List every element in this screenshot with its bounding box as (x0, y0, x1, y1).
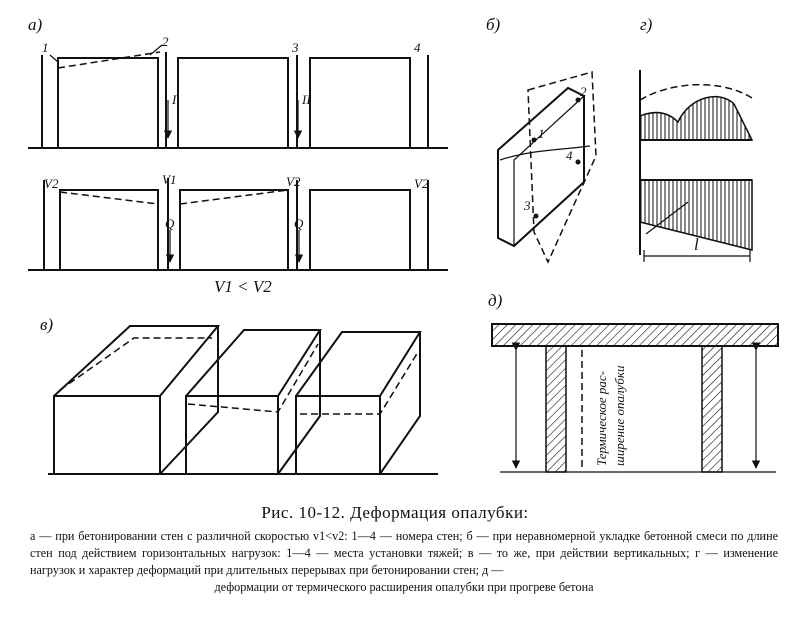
panel-box-6 (309, 189, 411, 270)
concrete-level-line (499, 145, 591, 161)
g-deformation-line (645, 201, 689, 235)
v-block-3-front (295, 395, 381, 474)
point-number-2: 2 (580, 84, 587, 99)
v-block-2-front (185, 395, 279, 474)
g-length-label: l (694, 235, 699, 254)
panel-a-label: а) (28, 15, 43, 34)
load-label-1: Q (165, 216, 175, 231)
panel-b: б) 1 2 3 4 (486, 15, 597, 264)
legend-text: а — при бетонировании стен с различной с… (30, 529, 778, 577)
panel-box-2 (177, 57, 289, 148)
v-block-1-top (53, 325, 221, 397)
panel-d: д) Термическое рас- ширение опалубки (488, 291, 779, 473)
tie-point-4 (575, 159, 581, 165)
panel-v: в) (40, 315, 438, 475)
v-block-3-side (379, 332, 421, 475)
deformation-dashed-top (57, 51, 161, 69)
arrow-label-I: I (171, 92, 177, 107)
leader-1 (49, 54, 59, 63)
wall-number-2: 2 (162, 34, 169, 49)
v-block-1-front (53, 395, 161, 474)
v-block-3-top (295, 331, 422, 397)
deformation-dashed-b2 (179, 189, 289, 205)
g-load-diagram-2 (639, 179, 753, 251)
panel-d-label: д) (488, 291, 503, 310)
point-number-1: 1 (538, 126, 545, 141)
speed-label-1: V2 (44, 176, 59, 191)
deformation-dashed-b1 (59, 191, 159, 205)
d-vertical-text-2: ширение опалубки (612, 365, 627, 466)
d-column-left (545, 345, 567, 473)
arrow-label-II: II (301, 92, 311, 107)
wall-number-1: 1 (42, 40, 49, 55)
tie-point-1 (531, 137, 537, 143)
tie-point-2 (575, 97, 581, 103)
wall-panel-edge (513, 95, 585, 246)
point-number-4: 4 (566, 148, 573, 163)
figure-caption: Рис. 10-12. Деформация опалубки: (261, 503, 529, 522)
point-number-3: 3 (523, 198, 531, 213)
v-block-2-dashed (187, 343, 319, 413)
v-block-3-dashed (300, 351, 419, 415)
panel-box-3 (309, 57, 411, 148)
d-slab (491, 323, 779, 347)
speed-relation: V1 < V2 (214, 277, 272, 296)
panel-box-4 (59, 189, 159, 270)
legend-text-end: деформации от термического расширения оп… (214, 580, 594, 594)
wall-number-4: 4 (414, 40, 421, 55)
deformed-panel-dashed (527, 71, 597, 264)
wall-panel-front (497, 86, 585, 248)
g-dashed-curve (639, 84, 753, 101)
d-vertical-text-1: Термическое рас- (594, 371, 609, 466)
panel-v-label: в) (40, 315, 53, 334)
speed-label-3: V2 (286, 174, 301, 189)
figure-legend: а — при бетонировании стен с различной с… (30, 528, 778, 596)
panel-g: г) l (639, 15, 754, 262)
panel-b-label: б) (486, 15, 501, 34)
v-block-2-top (185, 329, 322, 397)
formwork-deformation-figure: а) 1 2 3 4 I II V2 V1 V2 V2 (28, 15, 779, 475)
wall-number-3: 3 (291, 40, 299, 55)
leader-2 (149, 44, 163, 56)
panel-a: а) 1 2 3 4 I II V2 V1 V2 V2 (28, 15, 448, 296)
d-column-right (701, 345, 723, 473)
load-label-2: Q (294, 216, 304, 231)
panel-box-5 (179, 189, 289, 270)
g-load-diagram-1 (639, 95, 754, 141)
speed-label-4: V2 (414, 176, 429, 191)
speed-label-2: V1 (162, 172, 176, 187)
v-block-1-dashed (59, 337, 212, 391)
tie-point-3 (533, 213, 539, 219)
v-block-1-side (159, 326, 219, 475)
panel-box-1 (57, 57, 159, 148)
panel-g-label: г) (640, 15, 653, 34)
v-block-2-side (277, 330, 321, 475)
